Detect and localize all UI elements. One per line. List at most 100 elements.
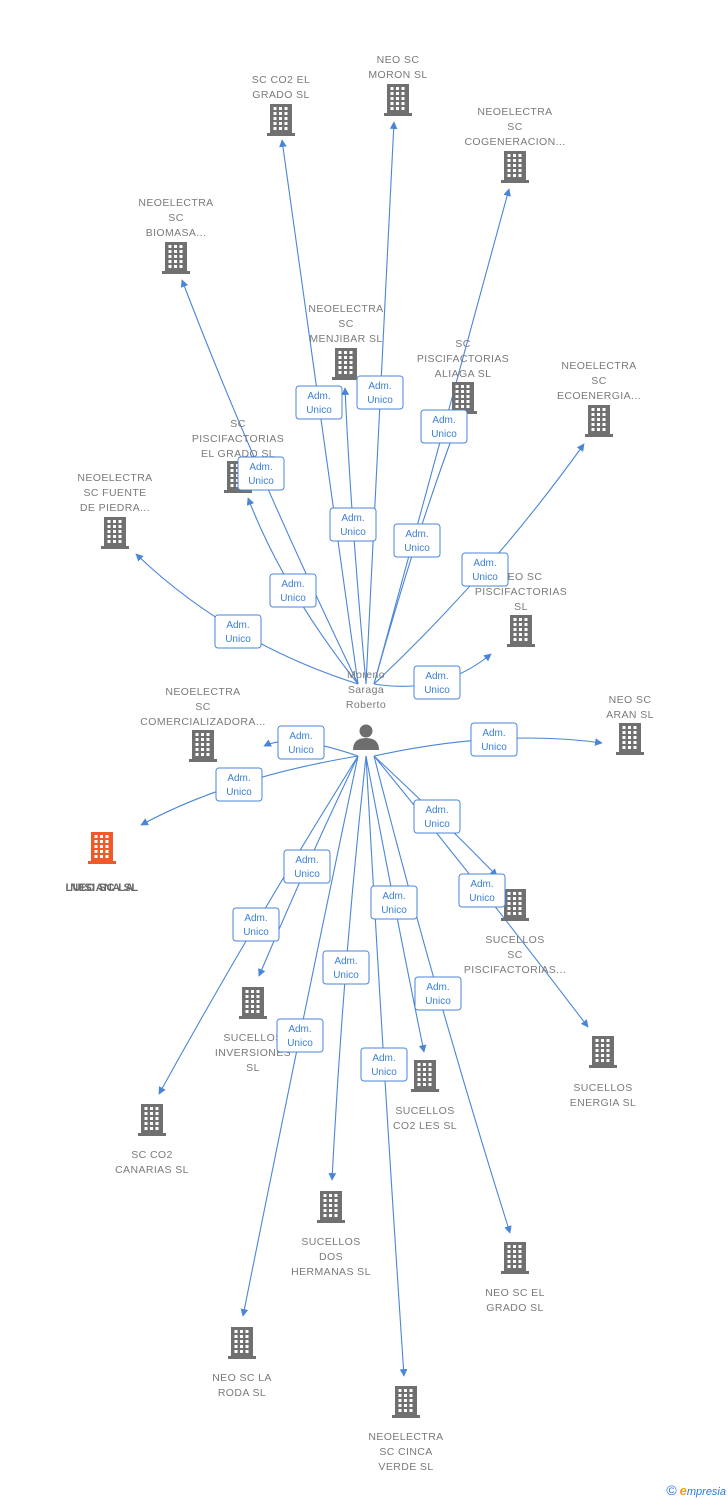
building-icon-sucellos-inversiones[interactable]: [239, 987, 267, 1019]
node-label-sucellos-dos-hermanas-line-3[interactable]: HERMANAS SL: [291, 1266, 371, 1278]
node-label-neo-sc-piscifactorias-line-3[interactable]: SL: [514, 601, 528, 613]
node-label-sucellos-energia-line-2[interactable]: ENERGIA SL: [570, 1097, 636, 1109]
node-label-sc-co2-el-grado-line-1[interactable]: SC CO2 EL: [252, 74, 310, 86]
node-label-sc-piscifactorias-el-grado-line-1[interactable]: SC: [230, 418, 245, 430]
node-label-sucellos-co2-les-line-1[interactable]: SUCELLOS: [395, 1105, 454, 1117]
building-icon-sc-piscifactorias-aliaga[interactable]: [449, 382, 477, 414]
node-label-neo-sc-aran-line-1[interactable]: NEO SC: [609, 694, 652, 706]
building-icon-neo-sc-moron[interactable]: [384, 84, 412, 116]
node-label-neoelectra-sc-biomasa-line-1[interactable]: NEOELECTRA: [138, 197, 213, 209]
building-icon-neo-sc-el-grado[interactable]: [501, 1242, 529, 1274]
node-label-neoelectra-sc-ecoenergia-line-1[interactable]: NEOELECTRA: [561, 360, 636, 372]
node-label-sucellos-energia-line-1[interactable]: SUCELLOS: [573, 1082, 632, 1094]
node-label-sc-piscifactorias-aliaga-line-2[interactable]: PISCIFACTORIAS: [417, 353, 509, 365]
node-label-neoelectra-sc-cinca-verde-line-1[interactable]: NEOELECTRA: [368, 1431, 443, 1443]
node-label-neo-sc-piscifactorias-line-2[interactable]: PISCIFACTORIAS: [475, 586, 567, 598]
building-icon-sucellos-dos-hermanas[interactable]: [317, 1191, 345, 1223]
footer-brand[interactable]: ©empresia: [666, 1482, 726, 1498]
node-label-neoelectra-sc-fuente-de-piedra-line-2[interactable]: SC FUENTE: [83, 487, 146, 499]
role-box-sucellos-sc-piscifactorias[interactable]: Adm.Unico: [413, 799, 461, 834]
node-label-neoelectra-sc-fuente-de-piedra-line-1[interactable]: NEOELECTRA: [77, 472, 152, 484]
role-box-sc-co2-canarias[interactable]: Adm.Unico: [232, 907, 280, 942]
node-label-sucellos-dos-hermanas-line-2[interactable]: DOS: [319, 1251, 343, 1263]
node-label-neoelectra-sc-ecoenergia-line-3[interactable]: ECOENERGIA...: [557, 390, 641, 402]
node-label-neoelectra-sc-cogeneracion-line-3[interactable]: COGENERACION...: [464, 136, 565, 148]
node-label-neoelectra-sc-cogeneracion-line-1[interactable]: NEOELECTRA: [477, 106, 552, 118]
node-label-sucellos-inversiones-line-2[interactable]: INVERSIONES: [215, 1047, 291, 1059]
role-box-neo-sc-moron[interactable]: Adm.Unico: [356, 375, 404, 410]
role-box-sc-piscifactorias-el-grado[interactable]: Adm.Unico: [269, 573, 317, 608]
role-box-sucellos-inversiones[interactable]: Adm.Unico: [283, 849, 331, 884]
node-label-neoelectra-sc-cogeneracion-line-2[interactable]: SC: [507, 121, 522, 133]
node-label-sc-piscifactorias-aliaga-line-3[interactable]: ALIAGA SL: [435, 368, 492, 380]
role-box-neoelectra-sc-fuente-de-piedra[interactable]: Adm.Unico: [214, 614, 262, 649]
node-label-sc-piscifactorias-el-grado-line-2[interactable]: PISCIFACTORIAS: [192, 433, 284, 445]
node-label-sucellos-sc-piscifactorias-line-2[interactable]: SC: [507, 949, 522, 961]
role-box-sc-piscifactorias-aliaga[interactable]: Adm.Unico: [393, 523, 441, 558]
node-label-neoelectra-sc-menjibar-line-2[interactable]: SC: [338, 318, 353, 330]
node-label-neo-sc-la-luisiana-line-1[interactable]: NEO SC LA: [70, 882, 134, 894]
building-icon-neo-sc-aran[interactable]: [616, 723, 644, 755]
role-box-sucellos-energia[interactable]: Adm.Unico: [458, 873, 506, 908]
node-label-neoelectra-sc-ecoenergia-line-2[interactable]: SC: [591, 375, 606, 387]
node-label-sucellos-dos-hermanas-line-1[interactable]: SUCELLOS: [301, 1236, 360, 1248]
node-label-sucellos-co2-les-line-2[interactable]: CO2 LES SL: [393, 1120, 457, 1132]
node-label-neoelectra-sc-menjibar-line-1[interactable]: NEOELECTRA: [308, 303, 383, 315]
node-label-neoelectra-sc-biomasa-line-3[interactable]: BIOMASA...: [146, 227, 207, 239]
role-box-neo-sc-aran[interactable]: Adm.Unico: [470, 722, 518, 757]
node-label-neo-sc-la-luisiana-line-2[interactable]: LUISIANA SL: [65, 882, 138, 894]
building-icon-sucellos-energia[interactable]: [589, 1036, 617, 1068]
role-box-sucellos-co2-les[interactable]: Adm.Unico: [370, 885, 418, 920]
node-label-neo-sc-piscifactorias-line-1[interactable]: NEO SC: [500, 571, 543, 583]
node-label-sc-co2-canarias-line-2[interactable]: CANARIAS SL: [115, 1164, 189, 1176]
node-label-neo-sc-el-grado-line-1[interactable]: NEO SC EL: [485, 1287, 545, 1299]
node-label-neoelectra-sc-comercializadora-line-1[interactable]: NEOELECTRA: [165, 686, 240, 698]
building-icon-neoelectra-sc-comercializadora[interactable]: [189, 730, 217, 762]
node-label-sc-piscifactorias-aliaga-line-1[interactable]: SC: [455, 338, 470, 350]
node-label-neo-sc-la-roda-line-1[interactable]: NEO SC LA: [212, 1372, 272, 1384]
node-label-neoelectra-sc-fuente-de-piedra-line-3[interactable]: DE PIEDRA...: [80, 502, 150, 514]
role-box-neoelectra-sc-cinca-verde[interactable]: Adm.Unico: [360, 1047, 408, 1082]
node-label-sc-co2-el-grado-line-2[interactable]: GRADO SL: [252, 89, 309, 101]
building-icon-neoelectra-sc-cinca-verde[interactable]: [392, 1386, 420, 1418]
building-icon-neoelectra-sc-menjibar[interactable]: [332, 348, 360, 380]
node-label-neoelectra-sc-cinca-verde-line-3[interactable]: VERDE SL: [378, 1461, 433, 1473]
node-label-neo-sc-la-roda-line-2[interactable]: RODA SL: [218, 1387, 266, 1399]
role-box-neo-sc-la-luisiana[interactable]: Adm.Unico: [215, 767, 263, 802]
role-box-neoelectra-sc-cogeneracion[interactable]: Adm.Unico: [420, 409, 468, 444]
role-box-neoelectra-sc-biomasa[interactable]: Adm.Unico: [237, 456, 285, 491]
role-box-sucellos-dos-hermanas[interactable]: Adm.Unico: [322, 950, 370, 985]
building-icon-neo-sc-la-roda[interactable]: [228, 1327, 256, 1359]
node-label-neo-sc-aran-line-2[interactable]: ARAN SL: [606, 709, 654, 721]
node-label-neo-sc-moron-line-2[interactable]: MORON SL: [368, 69, 427, 81]
role-box-neoelectra-sc-comercializadora[interactable]: Adm.Unico: [277, 725, 325, 760]
building-icon-sucellos-sc-piscifactorias[interactable]: [501, 889, 529, 921]
node-label-neoelectra-sc-cinca-verde-line-2[interactable]: SC CINCA: [379, 1446, 432, 1458]
building-icon-neoelectra-sc-ecoenergia[interactable]: [585, 405, 613, 437]
node-label-neoelectra-sc-comercializadora-line-2[interactable]: SC: [195, 701, 210, 713]
building-icon-neoelectra-sc-fuente-de-piedra[interactable]: [101, 517, 129, 549]
role-box-neo-sc-piscifactorias[interactable]: Adm.Unico: [413, 665, 461, 700]
role-box-neo-sc-la-roda[interactable]: Adm.Unico: [276, 1018, 324, 1053]
building-icon-neoelectra-sc-cogeneracion[interactable]: [501, 151, 529, 183]
node-label-neo-sc-el-grado-line-2[interactable]: GRADO SL: [486, 1302, 543, 1314]
role-box-neo-sc-el-grado[interactable]: Adm.Unico: [414, 976, 462, 1011]
node-label-sucellos-inversiones-line-3[interactable]: SL: [246, 1062, 260, 1074]
building-icon-neo-sc-piscifactorias[interactable]: [507, 615, 535, 647]
role-box-sc-co2-el-grado[interactable]: Adm.Unico: [295, 385, 343, 420]
building-icon-neoelectra-sc-biomasa[interactable]: [162, 242, 190, 274]
node-label-neoelectra-sc-menjibar-line-3[interactable]: MENJIBAR SL: [309, 333, 382, 345]
role-box-neoelectra-sc-menjibar[interactable]: Adm.Unico: [329, 507, 377, 542]
building-icon-sc-co2-canarias[interactable]: [138, 1104, 166, 1136]
node-label-neo-sc-moron-line-1[interactable]: NEO SC: [377, 54, 420, 66]
role-box-neoelectra-sc-ecoenergia[interactable]: Adm.Unico: [461, 552, 509, 587]
building-icon-neo-sc-la-luisiana[interactable]: [88, 832, 116, 864]
node-label-neoelectra-sc-biomasa-line-2[interactable]: SC: [168, 212, 183, 224]
node-label-sucellos-inversiones-line-1[interactable]: SUCELLOS: [223, 1032, 282, 1044]
building-icon-sc-co2-el-grado[interactable]: [267, 104, 295, 136]
node-label-sucellos-sc-piscifactorias-line-1[interactable]: SUCELLOS: [485, 934, 544, 946]
node-label-sucellos-sc-piscifactorias-line-3[interactable]: PISCIFACTORIAS...: [464, 964, 566, 976]
node-label-sc-co2-canarias-line-1[interactable]: SC CO2: [131, 1149, 173, 1161]
node-label-neoelectra-sc-comercializadora-line-3[interactable]: COMERCIALIZADORA...: [140, 716, 265, 728]
